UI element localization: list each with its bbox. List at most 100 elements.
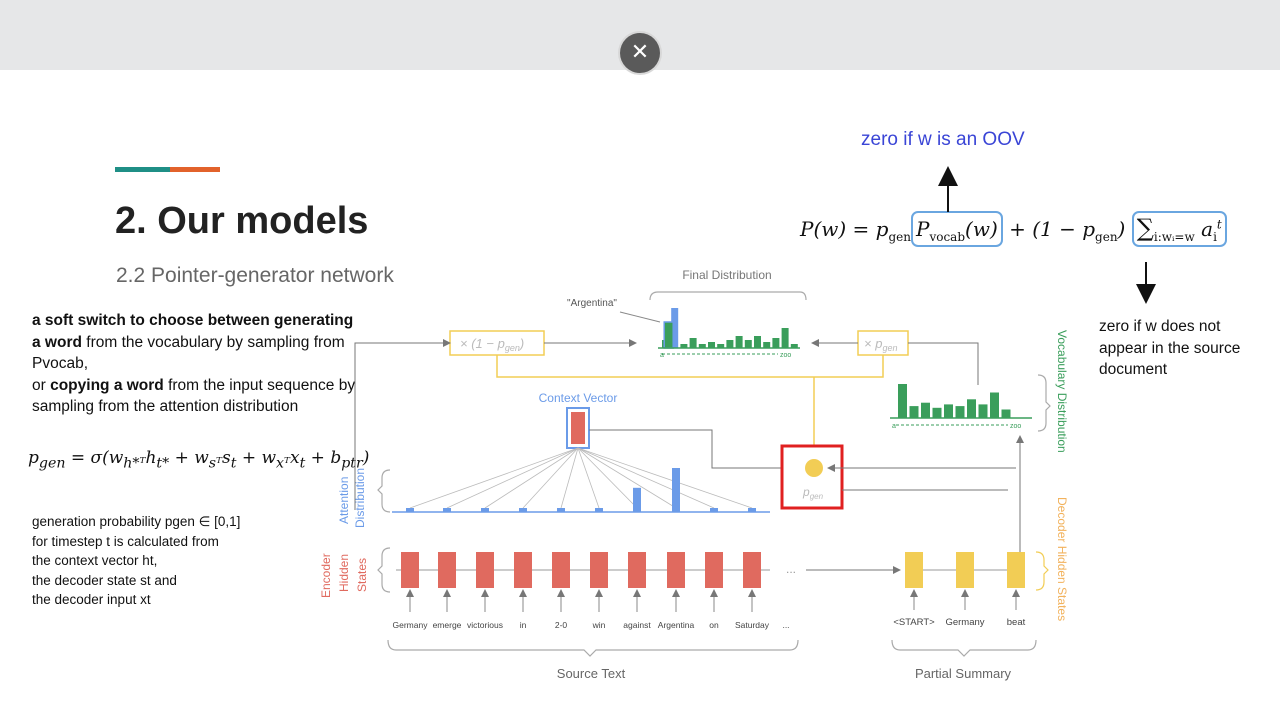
one-minus-pgen-label: × (1 − pgen) (460, 336, 524, 353)
pgen-lhs: p (28, 448, 39, 468)
pgen-rhs-11: x (289, 448, 300, 468)
vocab-bar (909, 406, 919, 418)
pw-lhs: P(w) = p (800, 217, 889, 241)
encoder-cell (590, 552, 608, 588)
final-axis-a: a (660, 352, 664, 359)
final-axis-zoo: zoo (780, 352, 791, 359)
encoder-cell (628, 552, 646, 588)
vocab-bar (932, 407, 942, 418)
pgen-rhs-15: ) (362, 448, 370, 468)
pgen-rhs-13: + b (305, 448, 342, 468)
vocab-bar (898, 384, 907, 418)
final-bar (763, 342, 771, 348)
pgen-rhs-9: + w (236, 448, 277, 468)
explain-text-3: or (32, 376, 51, 394)
attention-bar (406, 508, 414, 512)
encoder-cell (552, 552, 570, 588)
final-bar (680, 344, 688, 348)
pgen-rhs-3: h (145, 448, 157, 468)
context-line (560, 447, 579, 509)
source-text-label: Source Text (557, 666, 626, 681)
attention-bar (633, 487, 641, 512)
source-word: ... (782, 620, 789, 630)
encoder-ellipsis: ... (786, 562, 796, 576)
summary-word: <START> (893, 617, 935, 628)
attention-brace (377, 469, 391, 513)
gen-line: the decoder state st and (32, 572, 177, 588)
attention-to-left-mult (354, 339, 451, 510)
gen-line: the decoder input xt (32, 592, 151, 607)
vocab-to-right-mult (908, 342, 979, 385)
encoder-label-3: States (355, 558, 369, 592)
final-bar (754, 336, 761, 348)
pw-a-sub: i (1213, 230, 1217, 244)
vocabulary-distribution-bars (898, 384, 1011, 418)
context-line (522, 447, 579, 509)
pgen-rhs-5: + w (169, 448, 209, 468)
context-line (577, 447, 638, 509)
encoder-label-1: Encoder (319, 553, 333, 598)
slide-subtitle: 2.2 Pointer-generator network (116, 264, 394, 287)
final-bar (726, 340, 734, 348)
accent-bar-teal (115, 167, 170, 172)
partial-summary-brace (891, 639, 1037, 657)
context-line (577, 447, 715, 509)
pgen-rhs-6: sᵀ (208, 455, 222, 472)
decoder-cell (956, 552, 974, 588)
final-bar (708, 342, 715, 348)
pw-a: a (1201, 217, 1214, 241)
attention-bar (481, 508, 489, 512)
partial-summary-label: Partial Summary (915, 666, 1012, 681)
close-button[interactable]: ✕ (620, 33, 660, 73)
decoder-brace (1035, 551, 1049, 591)
context-vector-lines (409, 447, 753, 509)
encoder-cell (476, 552, 494, 588)
soft-switch-explanation: a soft switch to choose between generati… (32, 310, 362, 418)
pw-w-arg: (w) (965, 217, 998, 241)
oov-note: zero if w is an OOV (861, 129, 1025, 150)
pw-close: ) (1117, 217, 1126, 241)
attention-bar (710, 508, 718, 512)
attention-sum-box: ∑i:wᵢ=w ait (1131, 211, 1227, 247)
pgen-rhs-8: t (230, 455, 237, 472)
accent-bar-orange (170, 167, 220, 172)
pgen-rhs: = σ(w (65, 448, 124, 468)
encoder-cell (667, 552, 685, 588)
attention-bar (519, 508, 527, 512)
vocab-bar (1001, 409, 1011, 418)
generation-probability-text: generation probability pgen ∈ [0,1] for … (32, 512, 322, 610)
vocab-bar (955, 406, 965, 418)
source-word: emerge (433, 620, 462, 630)
decoder-cell (905, 552, 923, 588)
source-word: in (520, 620, 527, 630)
source-word: Argentina (658, 620, 695, 630)
encoder-cell (401, 552, 419, 588)
source-word: 2-0 (555, 620, 568, 630)
context-line (484, 447, 579, 509)
pw-gen-sub: gen (888, 230, 911, 244)
source-word: on (709, 620, 719, 630)
encoder-hidden-states (401, 552, 761, 612)
final-bar (735, 336, 743, 348)
final-bar (698, 344, 706, 348)
encoder-cell (705, 552, 723, 588)
final-distribution-bars (662, 308, 798, 349)
vocab-axis-zoo: zoo (1010, 423, 1021, 430)
pw-sum: ∑ (1136, 214, 1154, 242)
encoder-cell (514, 552, 532, 588)
pgen-rhs-7: s (222, 448, 231, 468)
context-line (577, 447, 600, 509)
source-word: win (592, 620, 606, 630)
pgen-rhs-14: ptr (341, 455, 363, 472)
context-vector-label: Context Vector (539, 391, 618, 405)
context-vector-cell (571, 412, 585, 444)
vocabulary-distribution-label: Vocabulary Distribution (1055, 330, 1069, 453)
final-bar (790, 344, 798, 348)
pw-pvocab: P (915, 217, 930, 241)
context-to-pgen (589, 429, 801, 472)
pgen-rhs-10: xᵀ (276, 455, 290, 472)
explain-bold-4: copying a word (50, 376, 164, 394)
final-bar (671, 308, 679, 348)
